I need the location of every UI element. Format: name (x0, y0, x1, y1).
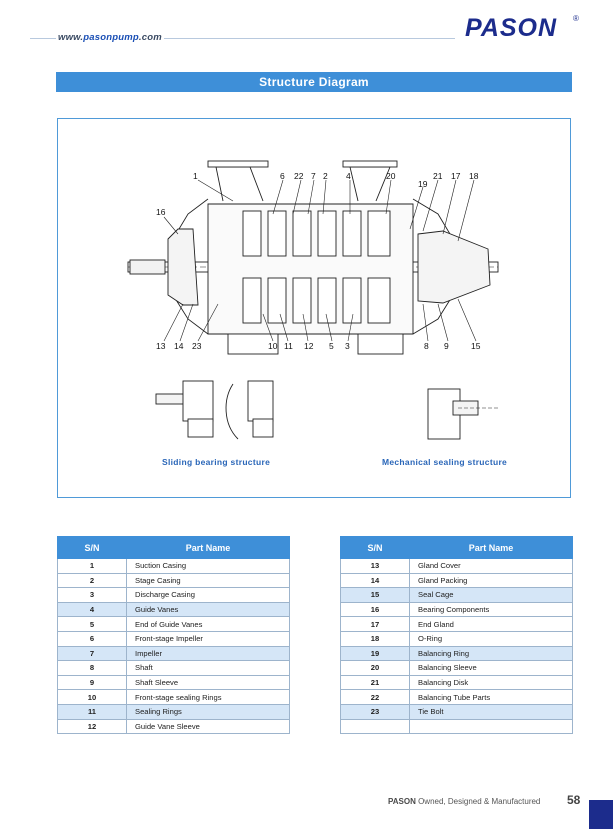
section-title: Structure Diagram (56, 72, 572, 92)
column-header-sn: S/N (57, 536, 127, 559)
callout-13: 13 (156, 341, 166, 351)
callout-17: 17 (451, 171, 461, 181)
caption-sliding-bearing: Sliding bearing structure (162, 457, 271, 467)
callout-7: 7 (311, 171, 316, 181)
callout-18: 18 (469, 171, 479, 181)
callout-10: 10 (268, 341, 278, 351)
callout-9: 9 (444, 341, 449, 351)
callout-5: 5 (329, 341, 334, 351)
callout-16: 16 (156, 207, 166, 217)
structure-diagram-frame: 1 6 22 7 2 4 20 19 21 17 18 16 13 14 23 … (57, 118, 571, 498)
callout-20: 20 (386, 171, 396, 181)
callout-6: 6 (280, 171, 285, 181)
callout-21: 21 (433, 171, 443, 181)
callout-12: 12 (304, 341, 314, 351)
callout-14: 14 (174, 341, 184, 351)
callout-2: 2 (323, 171, 328, 181)
pump-drawing-lines (127, 160, 499, 440)
footer-tagline: PASON Owned, Designed & Manufactured (388, 797, 541, 806)
callout-8: 8 (424, 341, 429, 351)
caption-mechanical-seal: Mechanical sealing structure (382, 457, 508, 467)
callout-1: 1 (193, 171, 198, 181)
logo-registered-mark: ® (573, 14, 579, 23)
table-header-row: S/N Part Name (57, 536, 290, 559)
pason-logo: PASON ® (465, 14, 579, 42)
callout-4: 4 (346, 171, 351, 181)
callout-3: 3 (345, 341, 350, 351)
table-header-row: S/N Part Name (340, 536, 573, 559)
header-rule (30, 38, 455, 39)
logo-wordmark: PASON (465, 14, 557, 42)
footer-color-block (589, 800, 613, 829)
pump-cross-section-drawing: 1 6 22 7 2 4 20 19 21 17 18 16 13 14 23 … (127, 160, 499, 440)
callout-11: 11 (284, 341, 293, 351)
column-header-part-name: Part Name (126, 536, 290, 559)
website-url[interactable]: www.pasonpump.com (56, 32, 164, 43)
column-header-sn: S/N (340, 536, 410, 559)
callout-22: 22 (294, 171, 304, 181)
footer-brand: PASON (388, 797, 416, 806)
table-row (340, 718, 573, 735)
page-number: 58 (567, 793, 581, 807)
callout-labels: 1 6 22 7 2 4 20 19 21 17 18 16 13 14 23 … (156, 171, 481, 351)
callout-19: 19 (418, 179, 428, 189)
callout-23: 23 (192, 341, 202, 351)
callout-15: 15 (471, 341, 481, 351)
column-header-part-name: Part Name (409, 536, 573, 559)
